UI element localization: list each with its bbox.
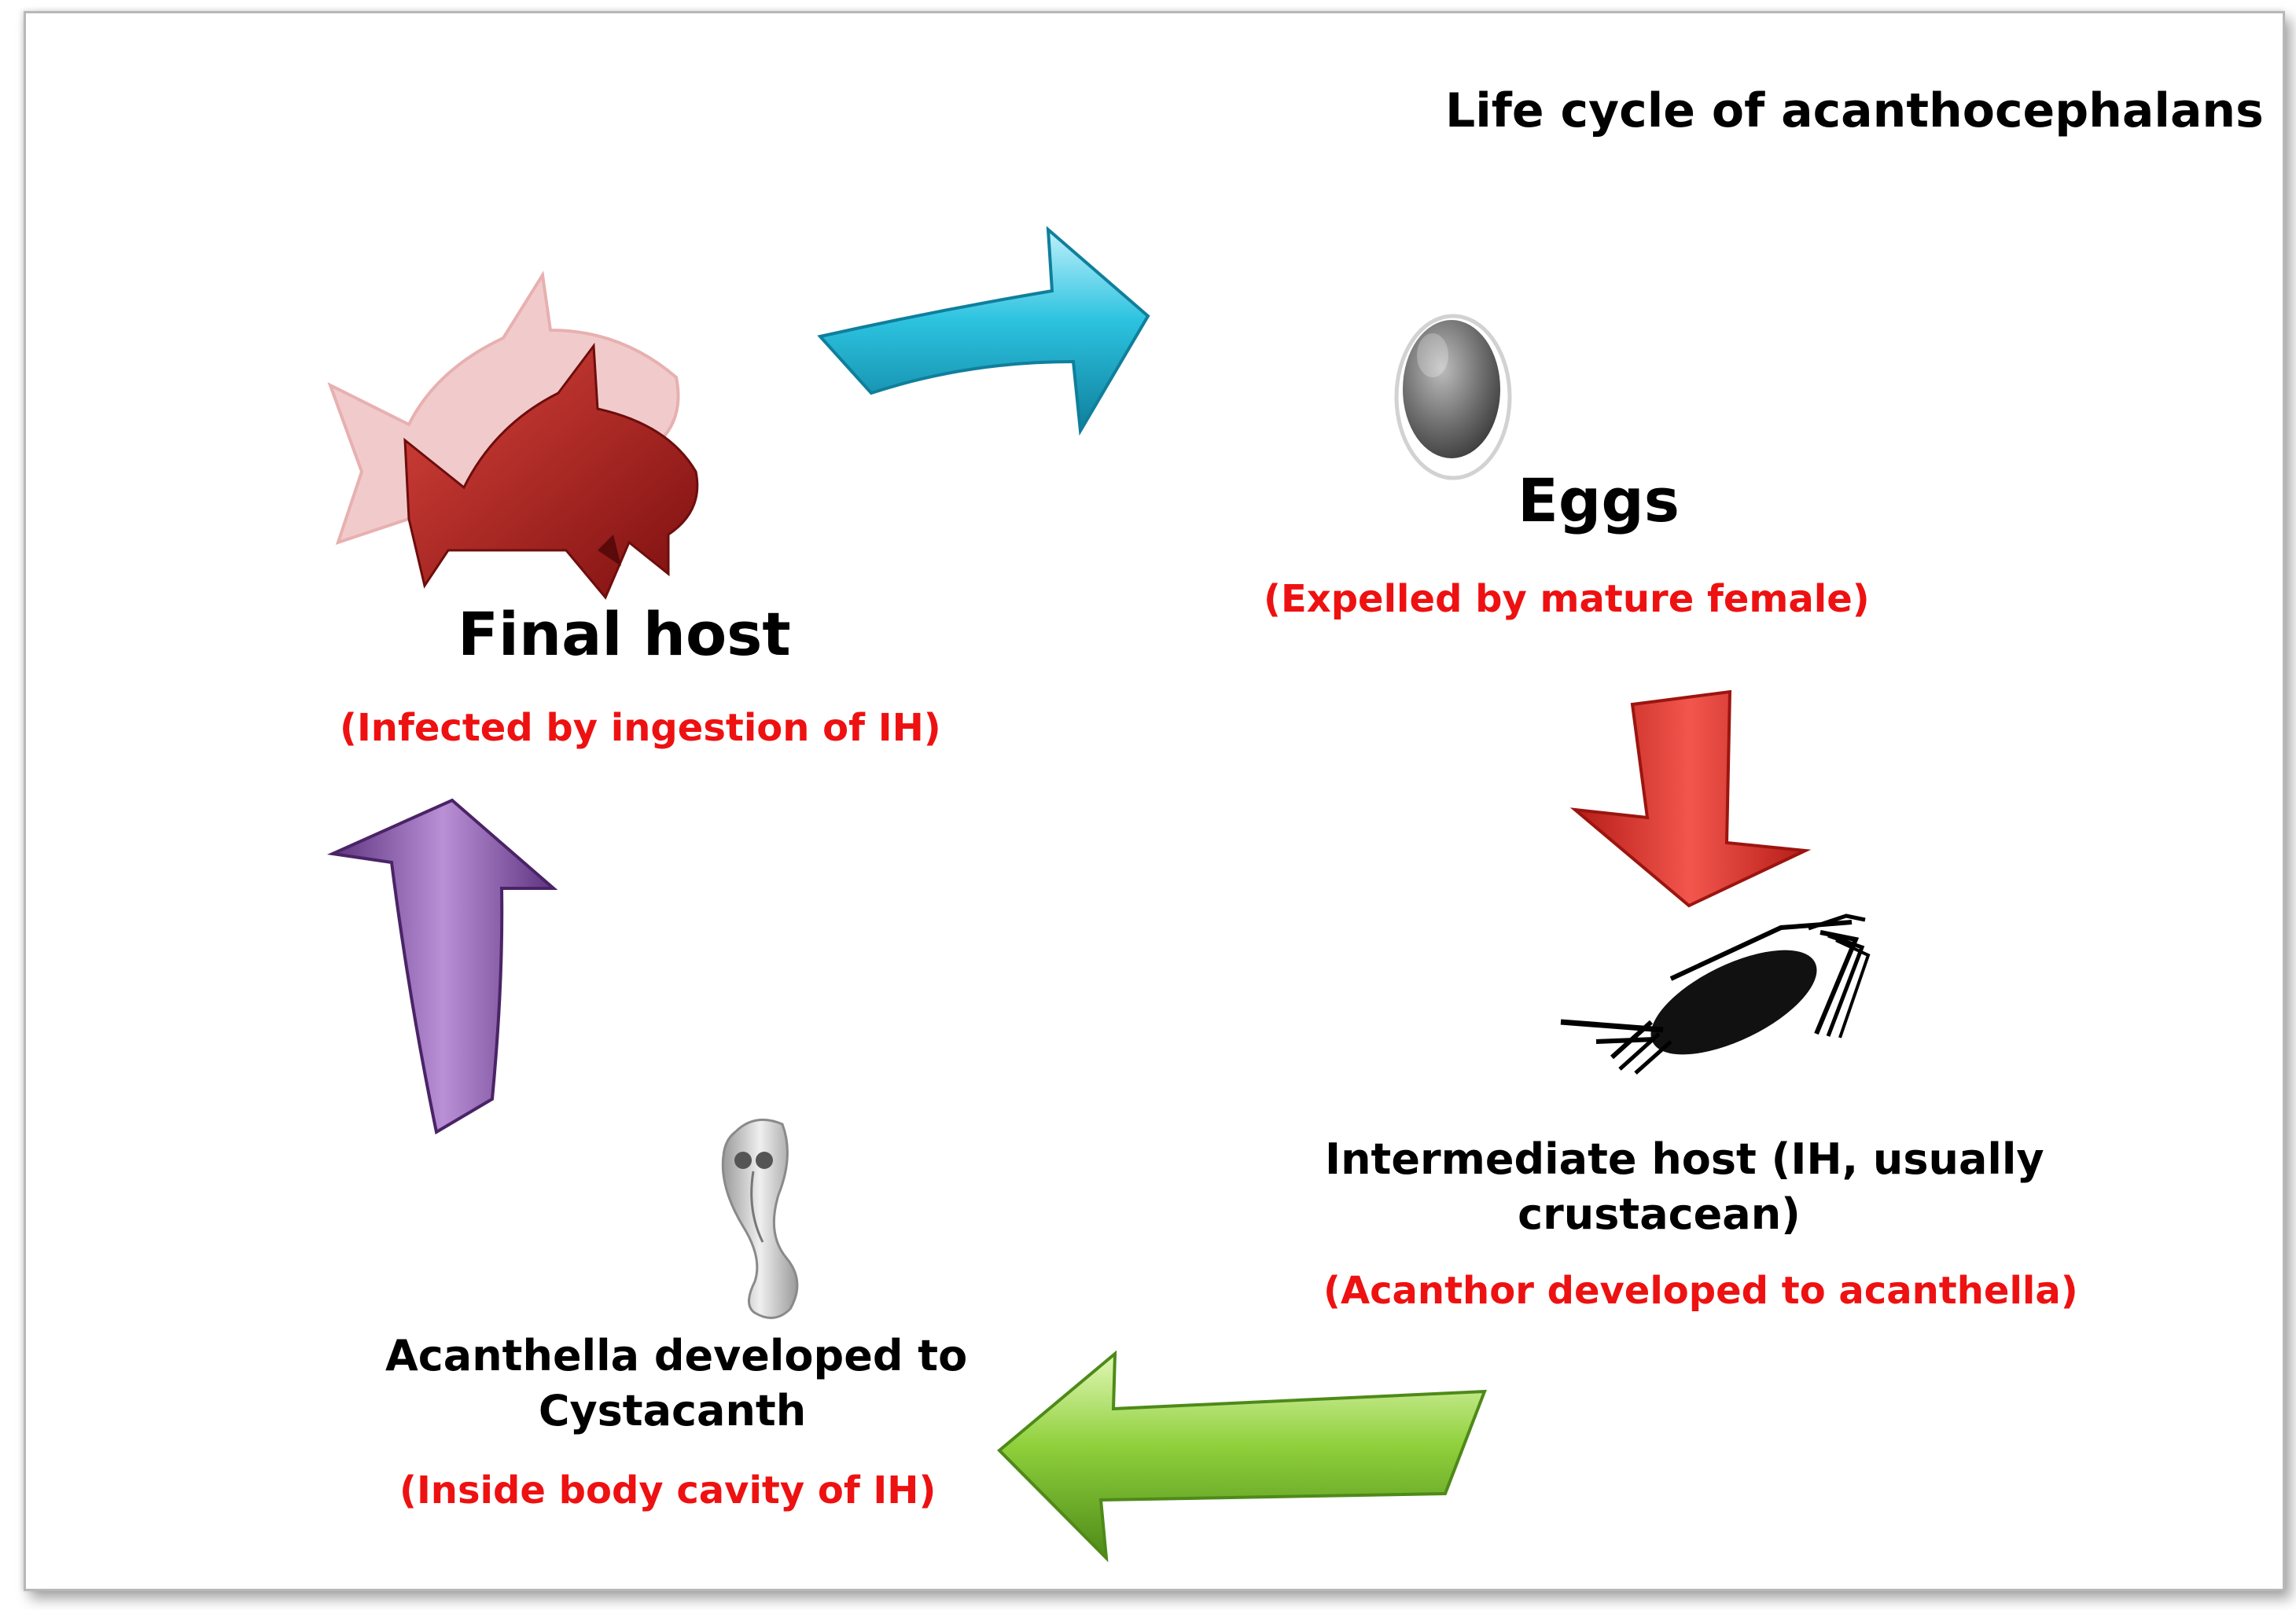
intermediate-host-label-line1: Intermediate host (IH, usually — [1325, 1134, 2044, 1184]
intermediate-host-note: (Acanthor developed to acanthella) — [1323, 1269, 2078, 1313]
cystacanth-icon — [721, 1118, 799, 1319]
cystacanth-label: Acanthella developed to Cystacanth — [385, 1329, 968, 1439]
final-host-label: Final host — [458, 599, 791, 669]
egg-icon — [1394, 314, 1512, 480]
fish-to-eggs-arrow — [817, 226, 1150, 436]
fish-icon — [327, 270, 699, 600]
diagram-title: Life cycle of acanthocephalans — [1445, 83, 2264, 138]
diagram-frame — [24, 11, 2285, 1591]
ih-to-cystacanth-arrow — [997, 1350, 1487, 1563]
intermediate-host-label-line2: crustacean) — [1518, 1189, 1801, 1239]
crustacean-icon — [1560, 913, 1871, 1075]
cystacanth-label-line1: Acanthella developed to — [385, 1331, 968, 1380]
intermediate-host-label: Intermediate host (IH, usually crustacea… — [1325, 1132, 2044, 1242]
final-host-note: (Infected by ingestion of IH) — [340, 706, 941, 750]
cystacanth-label-line2: Cystacanth — [538, 1386, 807, 1435]
eggs-to-ih-arrow — [1569, 689, 1812, 908]
cystacanth-note: (Inside body cavity of IH) — [399, 1468, 936, 1513]
eggs-note: (Expelled by mature female) — [1264, 577, 1870, 621]
eggs-label: Eggs — [1518, 465, 1680, 535]
cystacanth-to-fish-arrow — [326, 798, 558, 1135]
